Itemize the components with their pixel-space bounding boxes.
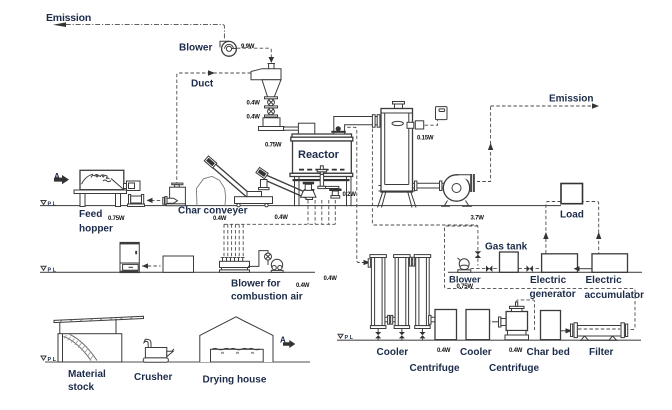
svg-text:Gas tank: Gas tank [485, 242, 528, 253]
svg-text:0.4W: 0.4W [247, 101, 261, 107]
svg-text:Char conveyer: Char conveyer [178, 206, 248, 217]
svg-text:Electric: Electric [530, 275, 567, 286]
svg-text:Reactor: Reactor [298, 149, 340, 161]
svg-text:0.75W: 0.75W [265, 143, 282, 149]
svg-text:Crusher: Crusher [134, 372, 172, 383]
svg-text:Drying house: Drying house [203, 375, 267, 386]
svg-text:accumulator: accumulator [585, 290, 645, 301]
svg-text:Char bed: Char bed [527, 347, 570, 358]
svg-text:stock: stock [68, 382, 95, 393]
svg-text:0.75W: 0.75W [457, 284, 474, 290]
svg-text:Centrifuge: Centrifuge [489, 363, 539, 374]
svg-text:3.7W: 3.7W [471, 216, 485, 222]
svg-text:Feed: Feed [79, 209, 102, 220]
svg-text:0.15W: 0.15W [417, 136, 434, 142]
svg-text:Centrifuge: Centrifuge [410, 363, 460, 374]
svg-text:0.75W: 0.75W [108, 216, 125, 222]
svg-text:Emission: Emission [549, 94, 593, 105]
svg-text:hopper: hopper [79, 224, 113, 235]
svg-text:generator: generator [530, 289, 576, 300]
svg-text:9.9W: 9.9W [241, 44, 255, 50]
svg-text:Emission: Emission [46, 12, 91, 24]
svg-text:Cooler: Cooler [460, 347, 492, 358]
svg-text:Electric: Electric [586, 275, 623, 286]
svg-text:0.2W: 0.2W [343, 192, 357, 198]
svg-text:combustion air: combustion air [231, 292, 303, 303]
svg-text:0.4W: 0.4W [247, 115, 261, 121]
svg-text:0.4W: 0.4W [509, 348, 523, 354]
svg-text:Blower for: Blower for [231, 279, 281, 290]
svg-text:Filter: Filter [589, 347, 614, 358]
svg-text:Blower: Blower [449, 275, 481, 286]
svg-text:0.4W: 0.4W [275, 215, 289, 221]
svg-text:0.4W: 0.4W [213, 216, 227, 222]
svg-text:Blower: Blower [179, 43, 212, 54]
svg-text:A: A [280, 336, 286, 345]
svg-text:P L: P L [48, 202, 57, 208]
svg-text:0.4W: 0.4W [296, 283, 310, 289]
svg-text:0.4W: 0.4W [437, 348, 451, 354]
svg-text:A: A [54, 172, 60, 181]
svg-text:Duct: Duct [191, 79, 214, 90]
svg-text:Material: Material [68, 369, 106, 380]
svg-text:0.4W: 0.4W [324, 276, 338, 282]
svg-text:Cooler: Cooler [377, 347, 409, 358]
svg-text:Load: Load [560, 210, 584, 221]
